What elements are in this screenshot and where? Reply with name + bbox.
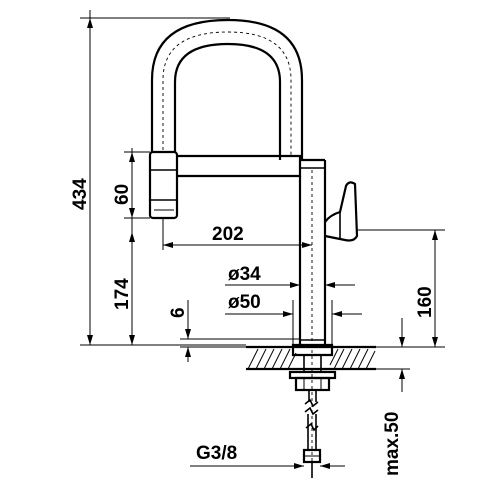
label-spout-height: 174: [112, 278, 133, 310]
spray-holder-bracket: [177, 154, 302, 178]
spout-center-dash: [162, 31, 292, 156]
spray-head: [148, 150, 179, 220]
mounting-nut-body: [294, 376, 331, 392]
dim-max-deck: max.50: [376, 318, 410, 476]
base-rosette: [291, 343, 334, 357]
dim-spout-head: 60: [112, 148, 150, 232]
deck-hatching-right: [329, 348, 376, 370]
hose-break-upper: [304, 398, 319, 408]
dim-spout-height: 174: [112, 232, 135, 345]
dim-reach: 202: [162, 218, 312, 250]
spout-inner-arch: [173, 42, 282, 160]
label-base-height: 6: [168, 307, 189, 318]
dim-base-diameter: ø50: [225, 292, 362, 345]
dim-body-height: 160: [357, 229, 445, 348]
label-spout-head: 60: [112, 184, 133, 205]
hose-break-mid: [305, 422, 319, 432]
hose-break-lower: [304, 406, 319, 416]
dim-body-diameter: ø34: [225, 264, 355, 288]
faucet-outline: [148, 18, 359, 470]
label-connection-thread: G3/8: [196, 443, 237, 464]
dim-connection-thread: G3/8: [190, 443, 345, 469]
dim-overall-height: 434: [70, 10, 246, 346]
label-reach: 202: [212, 224, 244, 245]
dim-base-height: 6: [168, 300, 300, 362]
deck-hatching-left: [247, 348, 297, 370]
supply-hose: [302, 398, 322, 478]
label-body-height: 160: [415, 286, 436, 318]
label-body-diameter: ø34: [228, 264, 261, 285]
countertop-section: [246, 345, 376, 372]
mounting-nut: [288, 370, 337, 402]
label-overall-height: 434: [70, 178, 91, 210]
label-max-deck: max.50: [382, 412, 403, 476]
lever-handle: [324, 181, 359, 242]
spout-outer-arch: [150, 18, 304, 160]
label-base-diameter: ø50: [228, 292, 261, 313]
